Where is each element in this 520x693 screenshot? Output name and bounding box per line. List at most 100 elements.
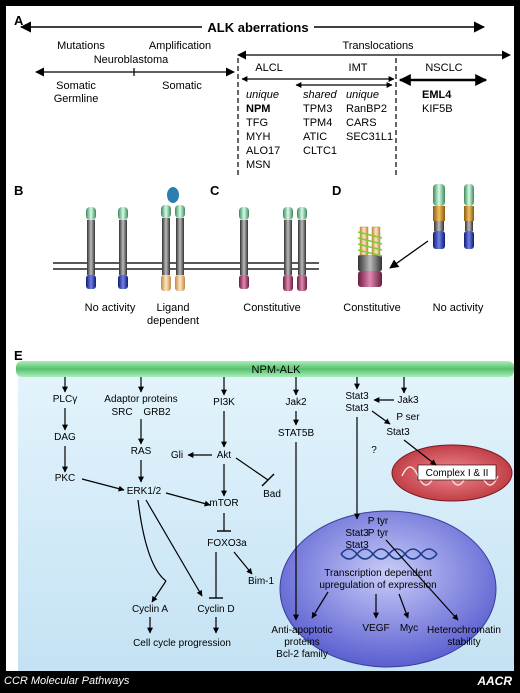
stat3-node-a: Stat3 [345,391,369,402]
npm-alk-bar [16,361,514,377]
shared-header: shared [303,89,338,101]
coiled-coil-icon [357,231,383,257]
receptor-c-dimer [283,207,307,291]
somatic-label-1: Somatic [56,80,96,92]
nsclc-item-eml4: EML4 [422,89,452,101]
shared-item-tpm4: TPM4 [303,117,332,129]
nsclc-label: NSCLC [425,62,462,74]
stat3-nucleus-1: Stat3 [345,528,369,539]
mutations-label: Mutations [57,40,105,52]
dag-node: DAG [54,432,76,443]
transcription-text-1: Transcription dependent [324,568,432,579]
dependent-label: dependent [147,315,199,327]
arrow-transcription-antiapoptotic [311,591,329,619]
erk-node: ERK1/2 [127,486,162,497]
fusion-monomer-d2 [464,184,474,249]
grb2-node: GRB2 [143,407,171,418]
fusion-dimer-d [357,226,383,287]
imt-item-ranbp2: RanBP2 [346,103,387,115]
heterochromatin-text-1: Heterochromatin [427,625,501,636]
arrow-erk-cyclind [145,499,203,597]
neuroblastoma-label: Neuroblastoma [94,54,169,66]
figure-canvas: A ALK aberrations Mutations Amplificatio… [6,6,514,671]
pi3k-node: PI3K [213,397,235,408]
alcl-unique-header: unique [246,89,279,101]
shared-item-tpm3: TPM3 [303,103,332,115]
bim-node: Bim-1 [248,576,275,587]
arrow-foxo-bim [233,551,253,575]
jak2-node: Jak2 [285,397,307,408]
cell-cycle-node: Cell cycle progression [133,638,231,649]
complex-label: Complex I & II [426,468,489,479]
cyclin-d-node: Cyclin D [197,604,234,615]
panel-e-label: E [14,348,23,363]
question-label: ? [371,445,377,456]
receptor-b2 [118,207,128,289]
alcl-item-alo17: ALO17 [246,145,280,157]
dna-helix-icon [340,548,438,560]
fusion-monomer-d1 [433,184,445,249]
alcl-item-myh: MYH [246,131,271,143]
foxo3a-node: FOXO3a [207,538,247,549]
alk-aberrations-title: ALK aberrations [207,20,308,35]
panel-a-label: A [14,13,24,28]
translocations-label: Translocations [342,40,414,52]
mitochondrion-icon [391,444,513,502]
amplification-label: Amplification [149,40,211,52]
constitutive-d-label: Constitutive [343,302,400,314]
cyclin-a-node: Cyclin A [132,604,168,615]
myc-node: Myc [400,623,418,634]
ligand-icon [167,187,179,203]
stat3-node-b: Stat3 [345,403,369,414]
panel-b-label: B [14,183,23,198]
panel-d-label: D [332,183,341,198]
aacr-logo: AACR [477,674,512,688]
arrow-branch-cyclina [151,580,167,603]
alcl-item-msn: MSN [246,159,271,171]
no-activity-b-label: No activity [85,302,136,314]
src-node: SRC [111,407,132,418]
arrow-stat3-complex [403,439,437,466]
stat5b-node: STAT5B [278,428,315,439]
ligand-label: Ligand [156,302,189,314]
p-tyr-label-1: P tyr [368,516,389,527]
arrow-stat3-heterochromatin [385,539,459,621]
imt-item-cars: CARS [346,117,377,129]
arrow-stat3-pser [371,410,391,425]
antiapoptotic-text-1: Anti-apoptotic [271,625,332,636]
imt-unique-header: unique [346,89,379,101]
imt-label: IMT [349,62,368,74]
panel-c-label: C [210,183,220,198]
antiapoptotic-text-3: Bcl-2 family [276,649,328,660]
gli-node: Gli [171,450,183,461]
nsclc-item-kif5b: KIF5B [422,103,453,115]
inhibit-akt-bad [235,457,269,481]
p-tyr-label-2: P tyr [368,528,389,539]
npm-alk-label: NPM-ALK [252,364,302,376]
imt-item-sec31l1: SEC31L1 [346,131,393,143]
arrow-erk-mtor [165,492,211,507]
panel-d-arrow [389,240,429,269]
arrow-erk-branch [137,499,167,582]
akt-node: Akt [217,450,232,461]
receptor-b1 [86,207,96,289]
complex-box [417,464,497,481]
alcl-item-tfg: TFG [246,117,268,129]
shared-item-atic: ATIC [303,131,327,143]
shared-item-cltc1: CLTC1 [303,145,337,157]
alcl-label: ALCL [255,62,283,74]
transcription-text-2: upregulation of expression [319,580,436,591]
arrow-pkc-erk [81,478,125,492]
p-ser-label: P ser [396,412,420,423]
plcy-node: PLCγ [53,394,77,405]
pkc-node: PKC [55,473,76,484]
stat3-node-c: Stat3 [386,427,410,438]
alcl-item-npm: NPM [246,103,270,115]
no-activity-d-label: No activity [433,302,484,314]
constitutive-c-label: Constitutive [243,302,300,314]
vegf-node: VEGF [362,623,389,634]
footer-left-label: CCR Molecular Pathways [4,675,130,687]
arrow-transcription-myc [398,593,409,619]
mtor-node: mTOR [209,498,238,509]
jak3-node: Jak3 [397,395,419,406]
